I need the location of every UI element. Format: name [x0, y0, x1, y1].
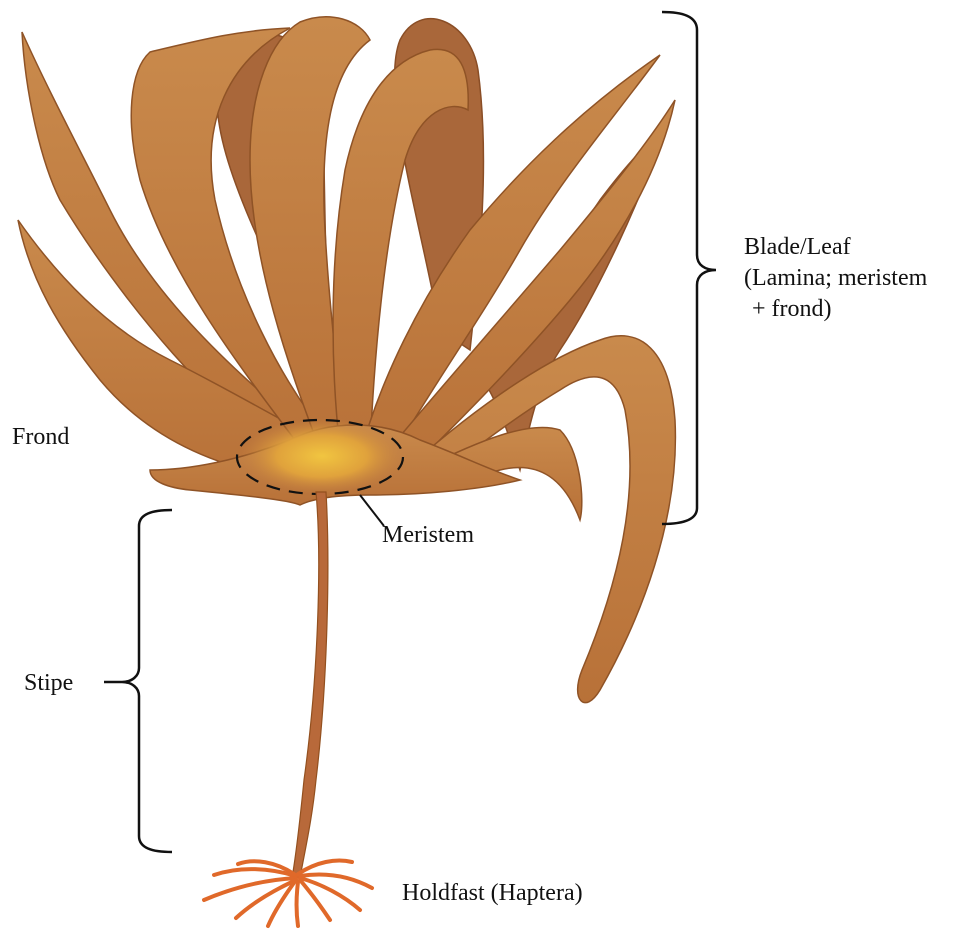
holdfast-label: Holdfast (Haptera): [402, 878, 583, 909]
blade-leaf-label: Blade/Leaf (Lamina; meristem + frond): [744, 232, 927, 326]
blade-label-line-1: Blade/Leaf: [744, 232, 927, 263]
blade-label-line-3: + frond): [744, 294, 927, 325]
blade-label-line-2: (Lamina; meristem: [744, 263, 927, 294]
stipe-bracket: [122, 510, 172, 852]
frond-blades: [18, 17, 675, 703]
meristem-label: Meristem: [382, 520, 474, 551]
holdfast-haptera: [204, 861, 372, 927]
stipe-label: Stipe: [24, 668, 73, 699]
meristem-leader-line: [360, 495, 384, 526]
stipe-shape: [292, 492, 328, 878]
frond-label: Frond: [12, 422, 69, 453]
